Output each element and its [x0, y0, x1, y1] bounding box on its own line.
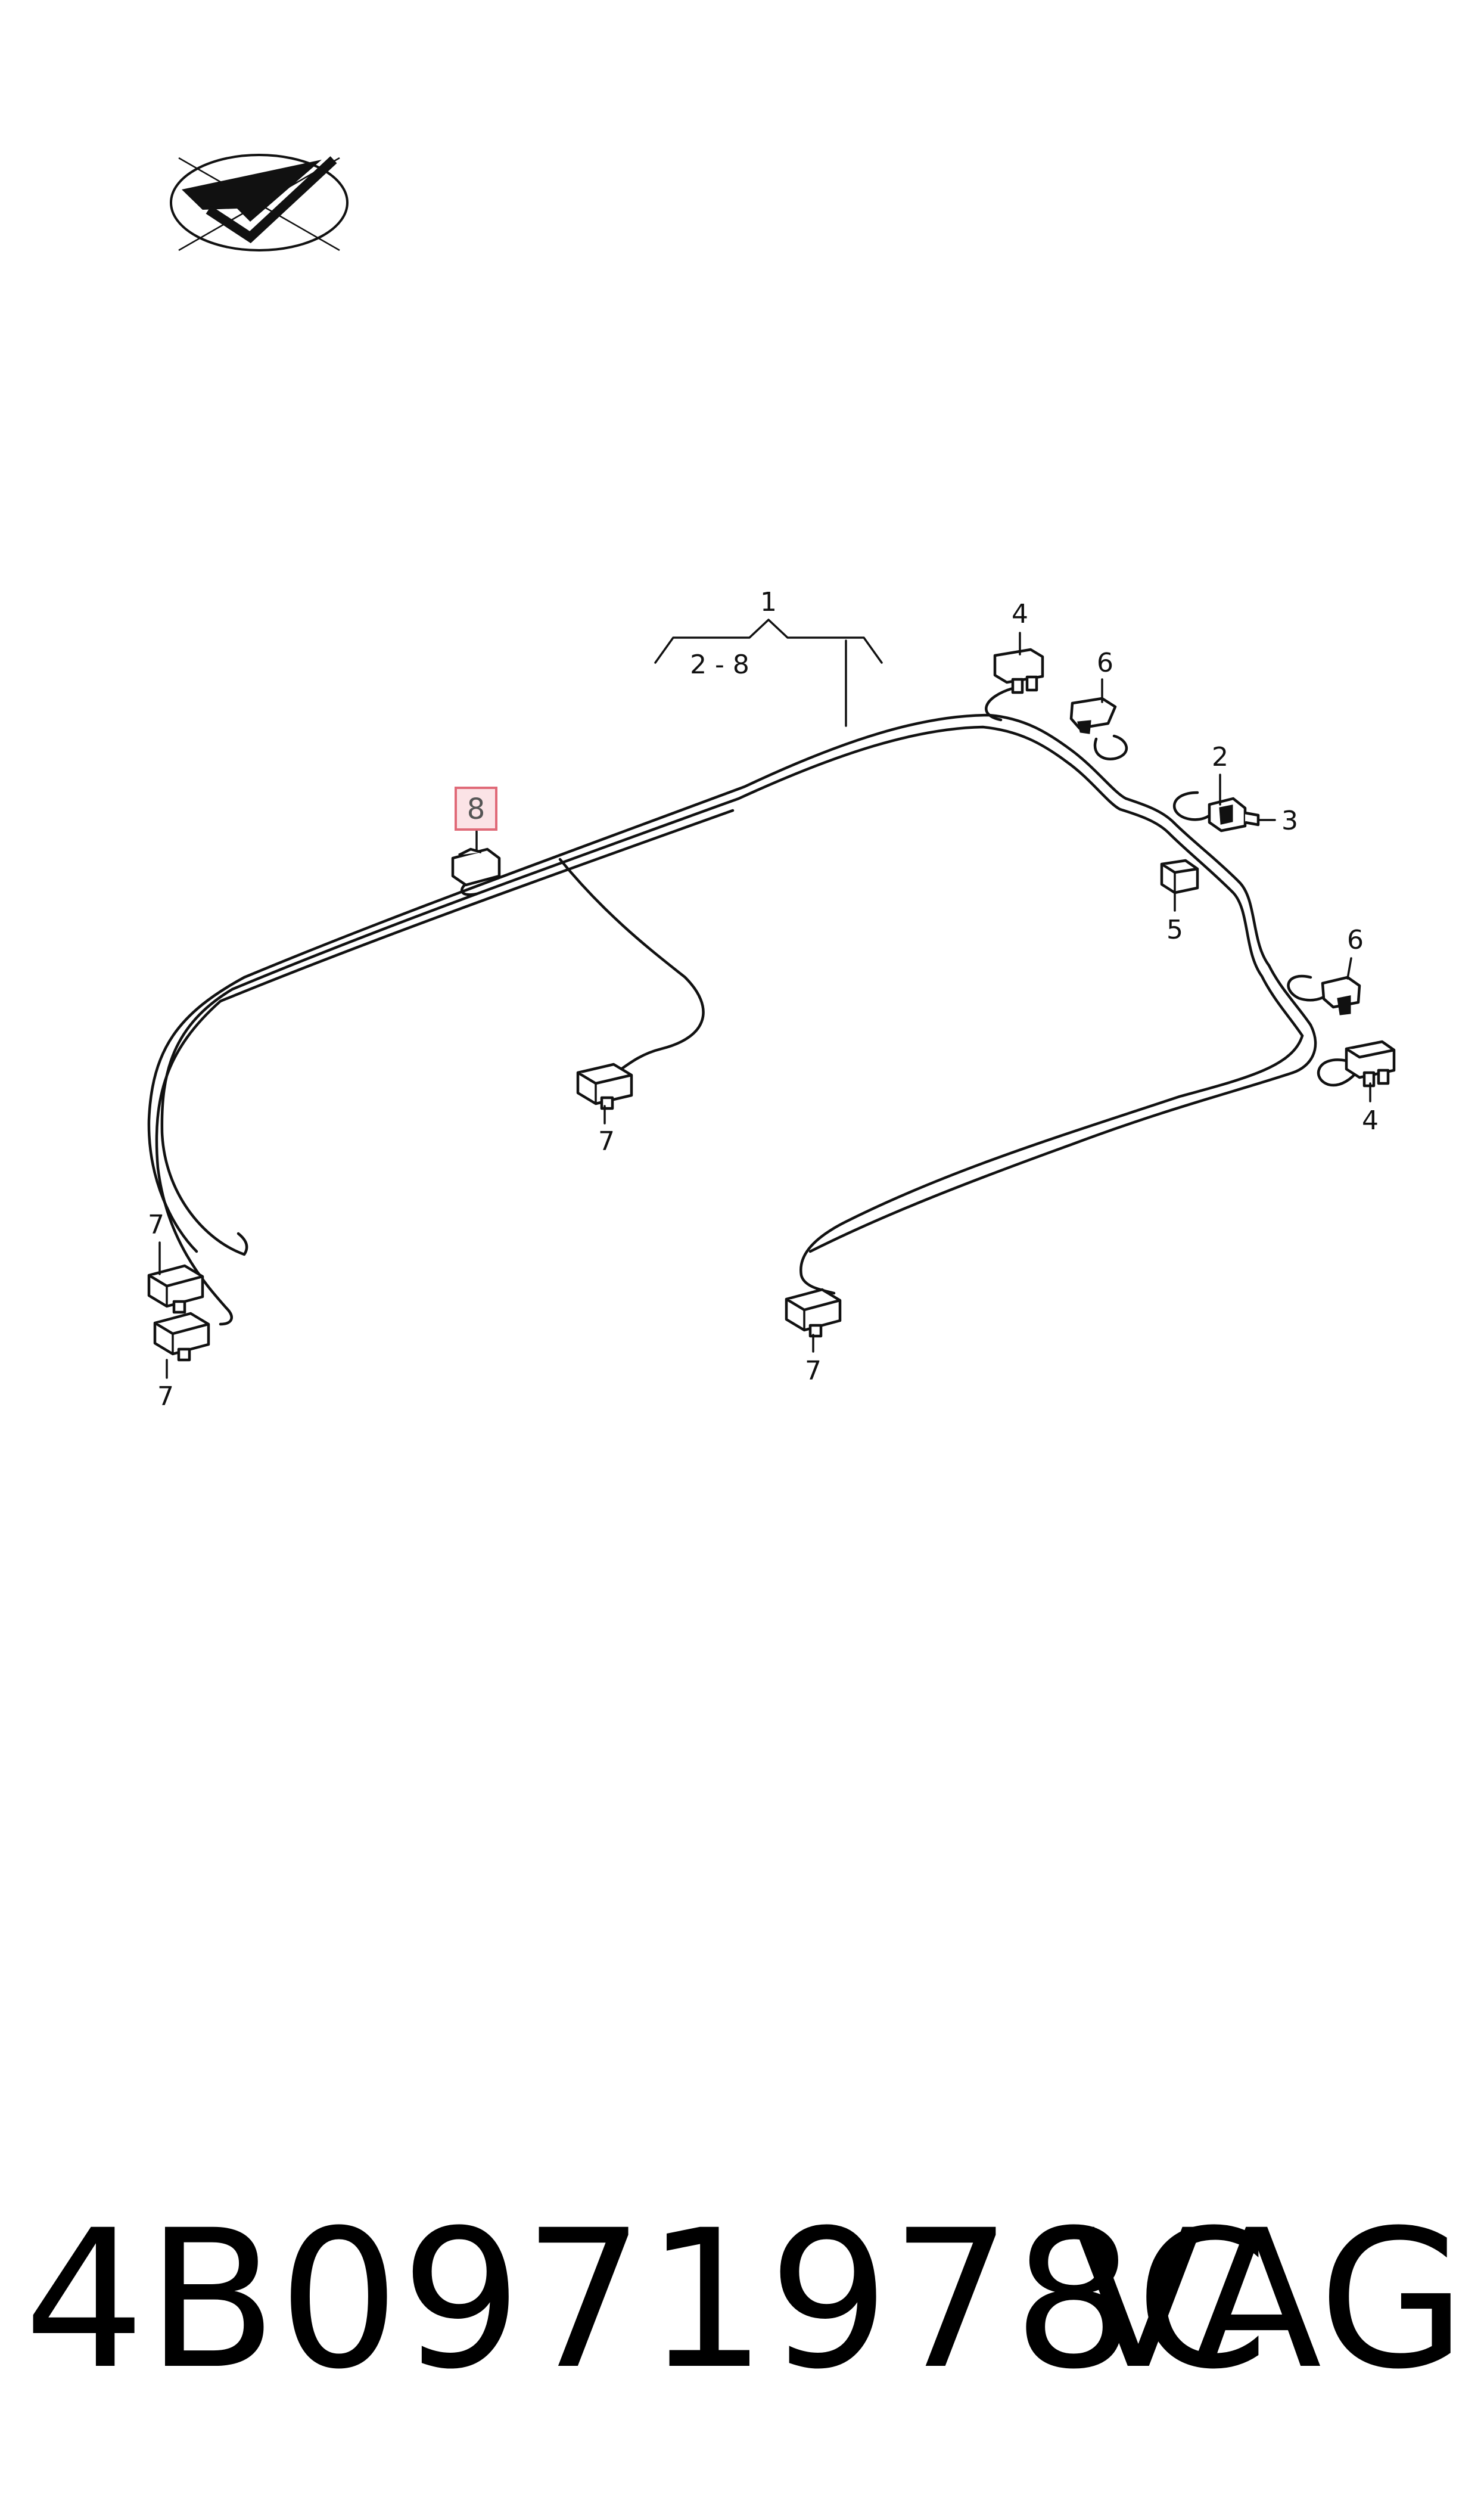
- connector-4-top: [993, 648, 1044, 694]
- assembly-bracket: [654, 619, 883, 727]
- harness-wires: [147, 687, 1360, 1326]
- callout-8-text: 8: [467, 793, 486, 826]
- manufacturer-name: VAG: [1073, 2189, 1466, 2411]
- connector-6-top: [1069, 697, 1117, 734]
- connector-7-bottom-center: [785, 1288, 842, 1338]
- connector-7-left-bottom: [153, 1312, 210, 1362]
- callout-6-top: 6: [1097, 648, 1113, 678]
- connector-5: [1160, 859, 1199, 894]
- connector-7-center: [576, 1063, 633, 1110]
- connector-2: [1208, 797, 1260, 833]
- callout-8-highlighted[interactable]: 8: [455, 787, 497, 831]
- paper-plane-check-logo: [170, 154, 349, 251]
- callout-5: 5: [1166, 915, 1183, 945]
- connector-4-bottom: [1345, 1040, 1396, 1088]
- callout-2: 2: [1212, 742, 1228, 772]
- callout-labels: 1 2 - 8 4 6 2 3 5 6 4 7 7 7 7 8: [148, 587, 1379, 1412]
- callout-7-left-top: 7: [148, 1210, 164, 1240]
- part-number: 4B0971978C: [24, 2189, 1270, 2411]
- leader-lines: [158, 632, 1371, 1379]
- callout-7-center: 7: [598, 1126, 615, 1157]
- callout-6-bottom: 6: [1347, 925, 1364, 955]
- connector-6-bottom: [1321, 976, 1361, 1015]
- callout-4-top: 4: [1012, 599, 1028, 629]
- callout-3: 3: [1281, 806, 1298, 836]
- callout-range: 2 - 8: [690, 650, 749, 680]
- callout-7-bottom-center: 7: [805, 1356, 822, 1386]
- callout-7-left-bottom: 7: [157, 1381, 174, 1412]
- callout-4-bottom: 4: [1362, 1105, 1379, 1136]
- callout-1: 1: [760, 587, 777, 617]
- connector-7-left-top: [147, 1264, 204, 1314]
